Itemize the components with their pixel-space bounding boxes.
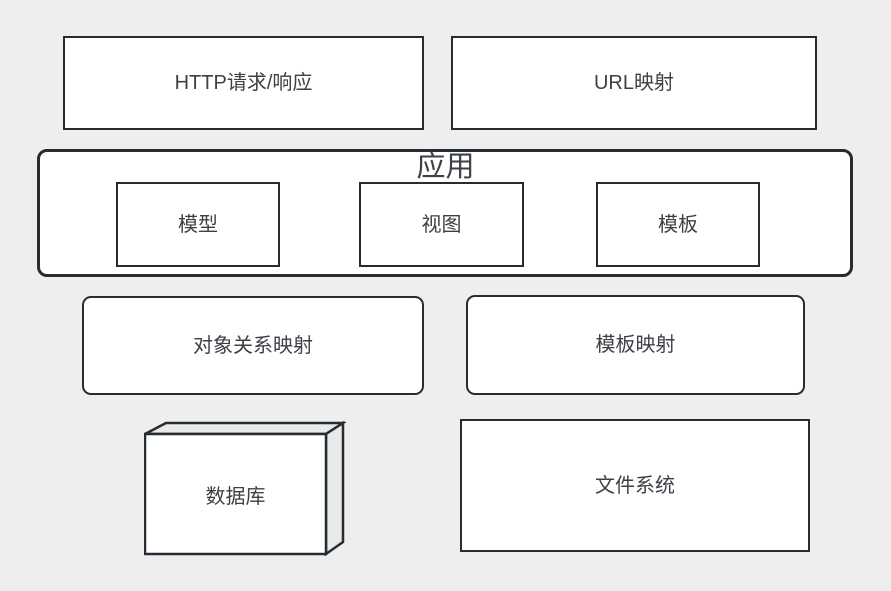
node-http-request-response: HTTP请求/响应 bbox=[63, 36, 424, 130]
node-file-system: 文件系统 bbox=[460, 419, 810, 552]
node-model: 模型 bbox=[116, 182, 280, 267]
node-database-cube: 数据库 bbox=[144, 421, 346, 557]
node-label: HTTP请求/响应 bbox=[174, 72, 313, 94]
node-template: 模板 bbox=[596, 182, 760, 267]
node-label: 模型 bbox=[178, 213, 218, 236]
node-label: 模板 bbox=[658, 213, 698, 236]
node-label: 数据库 bbox=[205, 485, 266, 508]
node-object-relational-mapping: 对象关系映射 bbox=[82, 296, 424, 395]
node-label: 对象关系映射 bbox=[193, 334, 313, 357]
node-label: URL映射 bbox=[593, 72, 674, 94]
node-label: 模板映射 bbox=[595, 334, 676, 356]
database-cube-shape bbox=[144, 421, 346, 557]
node-template-mapping: 模板映射 bbox=[466, 295, 805, 395]
node-view: 视图 bbox=[359, 182, 524, 267]
node-url-mapping: URL映射 bbox=[451, 36, 817, 130]
node-label: 文件系统 bbox=[595, 474, 675, 497]
node-label: 视图 bbox=[421, 213, 462, 236]
